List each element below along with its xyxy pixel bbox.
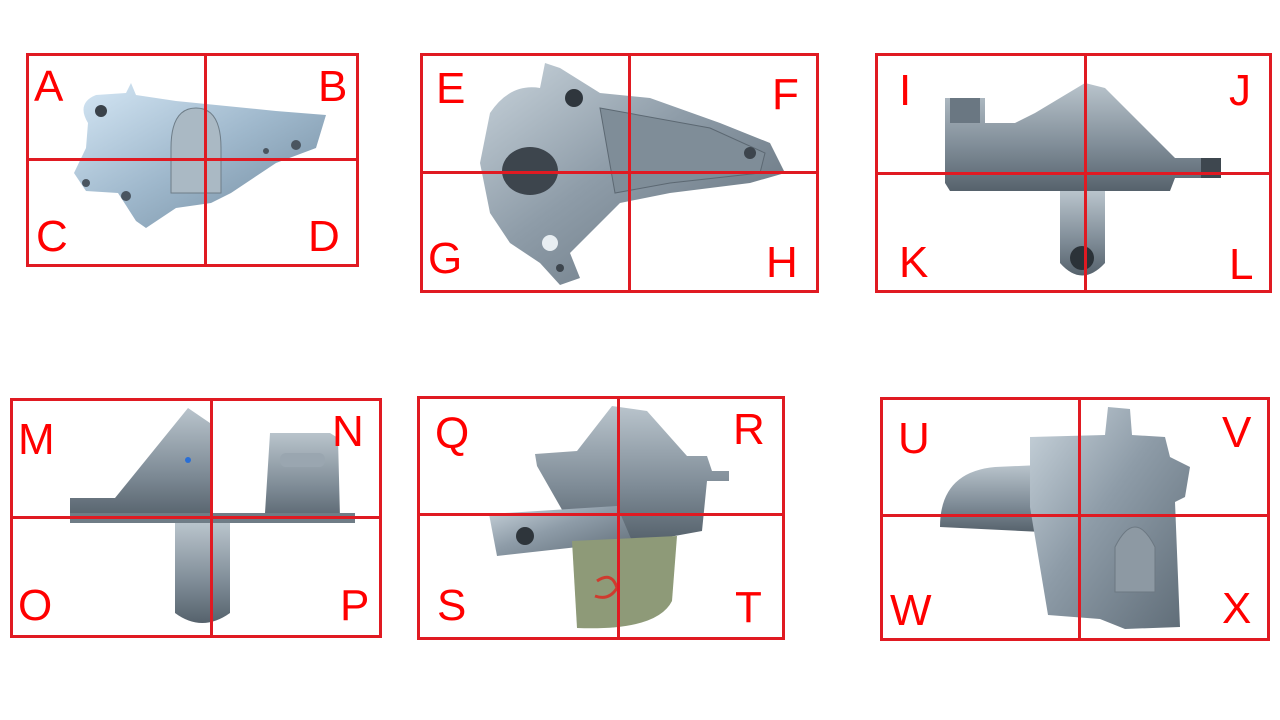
quadrant-label: A <box>34 62 64 111</box>
quadrant-label: T <box>735 583 762 632</box>
quadrant-label: J <box>1229 66 1251 115</box>
quadrant-label: P <box>340 581 370 630</box>
grid-divider-horizontal <box>880 514 1270 517</box>
grid-divider-horizontal <box>420 171 819 174</box>
quadrant-label: R <box>733 405 765 454</box>
quadrant-label: F <box>772 70 799 119</box>
quadrant-label: G <box>428 234 463 283</box>
panel-view-1: A B C D <box>26 53 359 267</box>
grid-divider-horizontal <box>417 513 785 516</box>
panel-view-2: E F G H <box>420 53 819 293</box>
quadrant-label: O <box>18 581 53 630</box>
quadrant-label: C <box>36 212 68 261</box>
quadrant-label: H <box>766 238 798 287</box>
grid-divider-vertical <box>1078 397 1081 641</box>
grid-frame <box>880 397 1270 641</box>
bracket-photo-rear-view <box>70 408 355 623</box>
panel-view-5: Q R S T <box>417 396 785 640</box>
grid-divider-horizontal <box>10 516 382 519</box>
quadrant-label: M <box>18 415 55 464</box>
quadrant-label: K <box>899 238 929 287</box>
quadrant-label: N <box>332 407 364 456</box>
quadrant-label: B <box>318 62 348 111</box>
quadrant-label: S <box>437 581 467 630</box>
grid-frame <box>417 396 785 640</box>
bracket-photo-side-view <box>945 83 1221 276</box>
quadrant-label: W <box>890 586 932 635</box>
panel-view-3: I J K L <box>875 53 1272 293</box>
grid-divider-horizontal <box>26 158 359 161</box>
quadrant-label: I <box>899 66 912 115</box>
grid-divider-vertical <box>617 396 620 640</box>
quadrant-label: U <box>898 414 930 463</box>
panel-view-6: U V W X <box>880 397 1270 641</box>
quadrant-label: X <box>1222 584 1252 633</box>
quadrant-label: E <box>436 64 466 113</box>
quadrant-label: V <box>1222 408 1252 457</box>
quadrant-label: Q <box>435 409 470 458</box>
grid-divider-horizontal <box>875 172 1272 175</box>
bracket-photo-front-view <box>489 406 729 629</box>
quadrant-label: L <box>1229 240 1254 289</box>
panel-view-4: M N O P <box>10 398 382 638</box>
quadrant-label: D <box>308 212 340 261</box>
bracket-photo-top-view <box>74 83 326 228</box>
